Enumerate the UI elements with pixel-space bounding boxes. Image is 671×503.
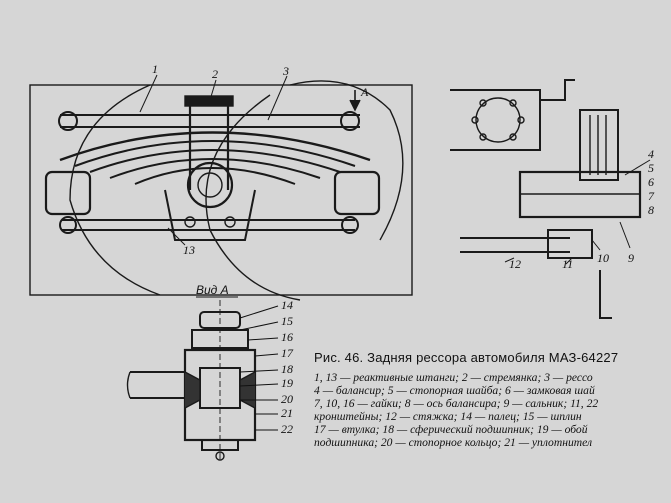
wheel-right [289,80,404,241]
callout-15: 15 [281,314,293,328]
callout-11: 11 [562,257,573,271]
caption-line: 1, 13 — реактивные штанги; 2 — стремянка… [314,371,593,384]
frame-outline [29,84,413,296]
callout-4: 4 [648,147,654,161]
callout-22: 22 [281,422,293,436]
callout-21: 21 [281,406,293,420]
wheel-left [69,84,161,296]
caption-line: 4 — балансир; 5 — стопорная шайба; 6 — з… [314,384,595,397]
view-a-label: Вид А [196,283,229,297]
axle-box-left [44,170,92,216]
balancer-hub [186,161,234,209]
callout-10: 10 [597,251,609,265]
callout-18: 18 [281,362,293,376]
axle-box-right [333,170,381,216]
view-a-callouts: 14 15 16 17 18 19 20 21 22 [239,298,294,436]
callout-13: 13 [183,243,195,257]
callout-17: 17 [281,346,294,360]
caption-line: кронштейны; 12 — стяжка; 14 — палец; 15 … [314,410,582,423]
rod-joint-left [58,111,78,131]
balancer-section-view [450,79,651,319]
main-spring-view [29,74,413,301]
callout-20: 20 [281,392,293,406]
callout-8: 8 [648,203,654,217]
spring-clamp-detail [579,109,619,181]
callout-3: 3 [282,64,289,78]
callout-9: 9 [628,251,634,265]
caption-title: Рис. 46. Задняя рессора автомобиля МАЗ-6… [314,350,619,365]
caption-line: 7, 10, 16 — гайки; 8 — ось балансира; 9 … [314,397,599,410]
callout-6: 6 [648,175,654,189]
callout-12: 12 [509,257,521,271]
caption-line: подшипника; 20 — стопорное кольцо; 21 — … [314,436,593,449]
callout-2: 2 [212,67,218,81]
callout-5: 5 [648,161,654,175]
arrow-a-label: А [360,85,369,99]
callout-16: 16 [281,330,293,344]
view-a-section [126,300,257,461]
callout-14: 14 [281,298,293,312]
figure-caption: Рис. 46. Задняя рессора автомобиля МАЗ-6… [314,350,671,449]
callout-19: 19 [281,376,293,390]
callout-7: 7 [648,189,655,203]
caption-line: 17 — втулка; 18 — сферический подшипник;… [314,423,588,436]
callout-1: 1 [152,62,158,76]
rod-joint-right [340,111,360,131]
